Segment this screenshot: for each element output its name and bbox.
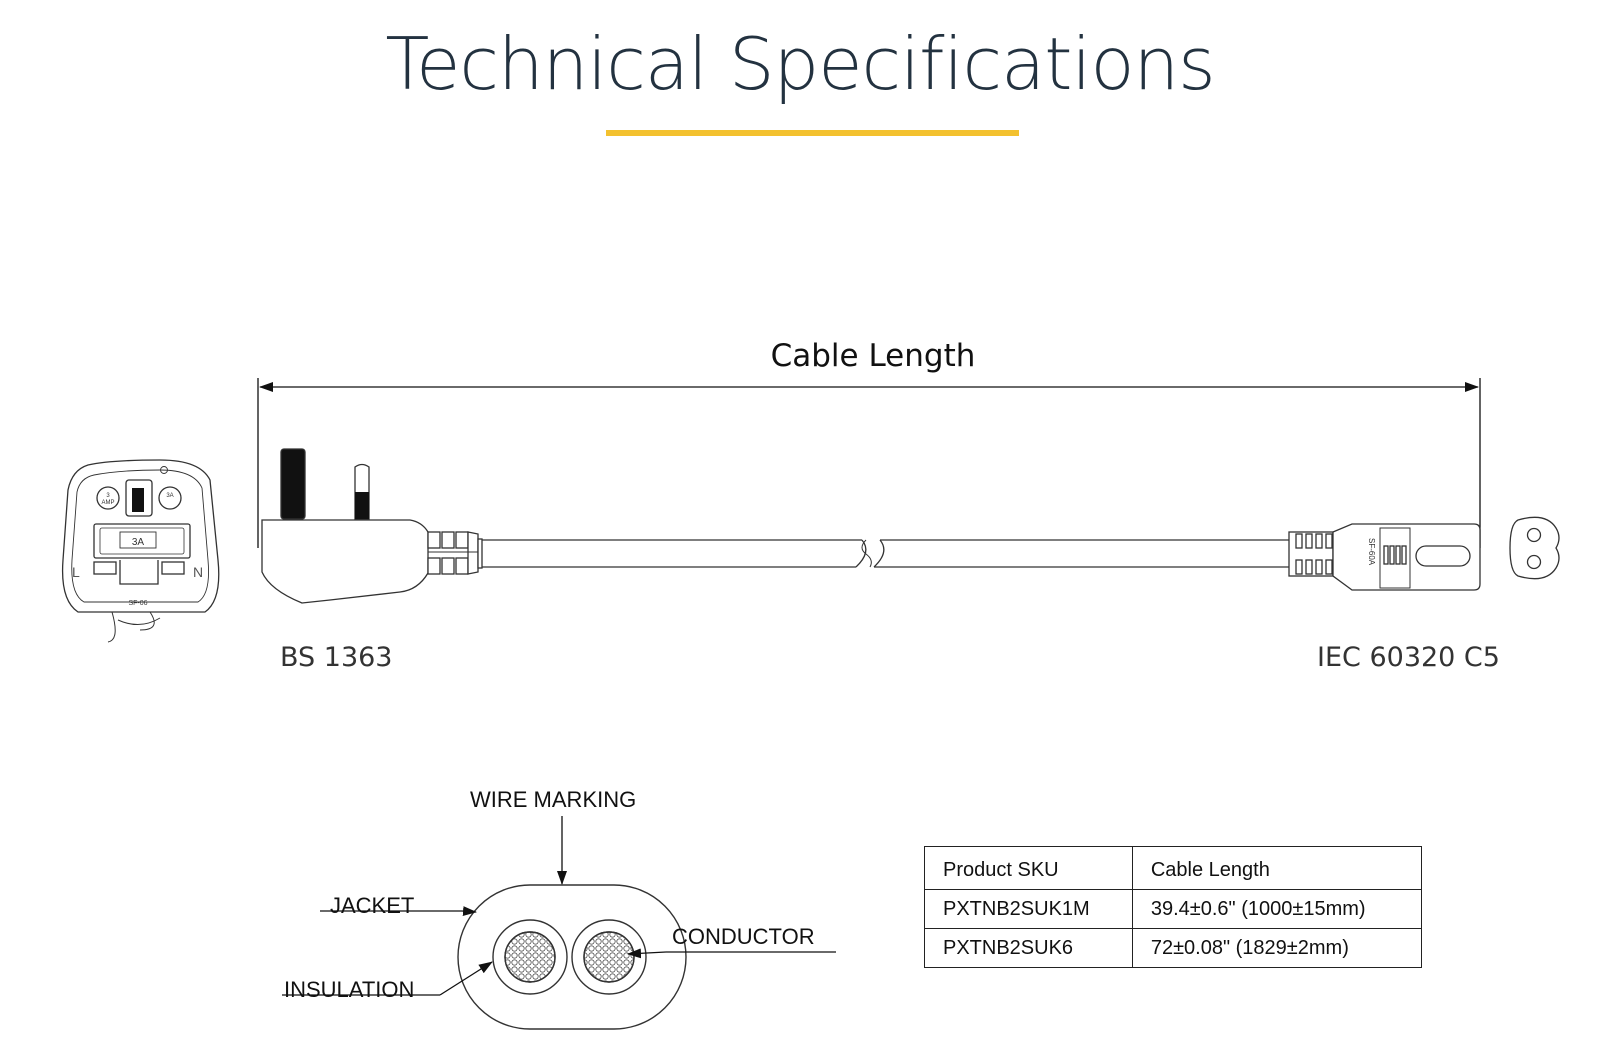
bs1363-label: BS 1363 — [280, 642, 393, 673]
svg-text:3: 3 — [106, 493, 110, 499]
title-underline — [606, 130, 1019, 136]
cable-length-dimension — [257, 378, 1481, 548]
svg-text:AMP: AMP — [101, 500, 114, 506]
svg-text:3A: 3A — [166, 493, 173, 499]
sku-table: Product SKU Cable Length PXTNB2SUK1M 39.… — [924, 846, 1423, 968]
header-cable-length: Cable Length — [1131, 846, 1423, 890]
iec-c5-label: IEC 60320 C5 — [1317, 642, 1500, 673]
table-row: PXTNB2SUK6 72±0.08" (1829±2mm) — [924, 928, 1423, 968]
cable-cross-section-icon — [457, 884, 687, 1030]
length-cell: 39.4±0.6" (1000±15mm) — [1131, 889, 1423, 929]
insulation-label: INSULATION — [284, 977, 415, 1002]
table-row: PXTNB2SUK1M 39.4±0.6" (1000±15mm) — [924, 889, 1423, 929]
table-header-row: Product SKU Cable Length — [924, 846, 1423, 890]
wire-marking-label: WIRE MARKING — [470, 787, 637, 812]
cross-section-leaders — [282, 816, 836, 996]
sku-cell: PXTNB2SUK1M — [924, 889, 1133, 929]
length-cell: 72±0.08" (1829±2mm) — [1131, 928, 1423, 968]
conductor-label: CONDUCTOR — [672, 924, 815, 949]
bs1363-plug-face-icon: 3 AMP 3A 3A L N SF-06 — [61, 459, 220, 643]
header-product-sku: Product SKU — [924, 846, 1133, 890]
cable-body — [482, 539, 1289, 568]
bs1363-plug-side-icon — [261, 448, 483, 604]
sku-cell: PXTNB2SUK6 — [924, 928, 1133, 968]
cable-length-label: Cable Length — [770, 338, 976, 374]
iec-c5-connector-side-icon: SF-60A — [1288, 523, 1481, 591]
page-title: Technical Specifications — [385, 22, 1215, 106]
svg-text:N: N — [193, 564, 203, 580]
svg-text:L: L — [72, 564, 80, 580]
svg-text:SF-60A: SF-60A — [1367, 538, 1376, 566]
svg-text:3A: 3A — [132, 537, 145, 548]
jacket-label: JACKET — [330, 893, 415, 918]
iec-c5-face-icon — [1509, 516, 1560, 580]
svg-text:SF-06: SF-06 — [128, 600, 147, 607]
